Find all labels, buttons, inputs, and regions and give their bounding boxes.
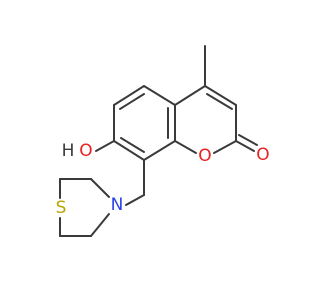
bond-carbonyl-b: [238, 134, 258, 146]
atom-labels: H O O O N S: [56, 141, 270, 218]
ring-o-label: O: [198, 146, 211, 166]
molecule-diagram: H O O O N S: [56, 45, 270, 237]
carbonyl-o-label: O: [256, 145, 269, 165]
bond-c4-c4a: [174, 85, 206, 106]
hydroxyl-o-label: O: [79, 141, 92, 161]
bond-c5-c6: [113, 85, 145, 106]
bond-ring-bottom-n: [90, 213, 110, 237]
bond-o1-c8a: [174, 140, 197, 154]
bond-c7-oh: [95, 140, 115, 152]
bond-c7-c8-inner: [120, 137, 145, 153]
bond-lines: [59, 45, 258, 237]
bond-c5-c6-inner: [119, 93, 145, 110]
hydroxyl-h-label: H: [62, 141, 75, 161]
bond-n-ring-top: [90, 178, 110, 198]
bond-c4-c3: [204, 85, 237, 106]
bond-carbonyl-a: [235, 140, 255, 152]
bond-c7-c8: [113, 140, 145, 161]
bond-ch2-n: [125, 194, 145, 206]
bond-c8-c8a: [143, 140, 176, 161]
thio-s-label: S: [56, 198, 67, 218]
amine-n-label: N: [111, 195, 124, 215]
bond-c2-o1: [213, 140, 237, 154]
bond-c4-c3-inner: [206, 93, 233, 110]
bond-c4a-c5: [143, 85, 176, 106]
